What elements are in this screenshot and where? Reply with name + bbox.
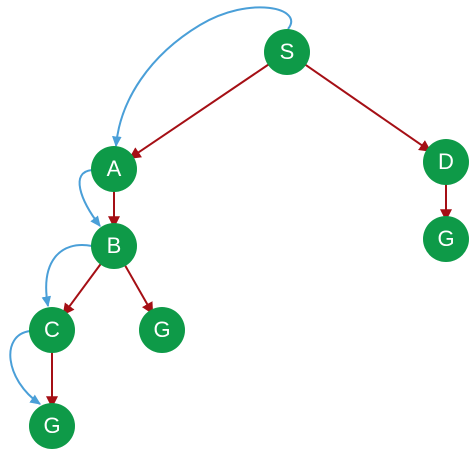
search-arc-a-b bbox=[78, 169, 101, 227]
node-g3: G bbox=[29, 403, 75, 449]
node-label: B bbox=[107, 233, 122, 258]
search-path-arcs bbox=[9, 6, 292, 405]
tree-edges bbox=[46, 62, 452, 409]
tree-edge-b-c bbox=[62, 262, 103, 316]
node-s: S bbox=[264, 29, 310, 75]
node-circle bbox=[91, 146, 137, 192]
node-c: C bbox=[29, 307, 75, 353]
node-label: D bbox=[438, 149, 454, 174]
node-circle bbox=[29, 403, 75, 449]
node-label: S bbox=[280, 39, 295, 64]
node-a: A bbox=[91, 146, 137, 192]
search-arc-b-c bbox=[41, 244, 93, 308]
tree-edge-s-a bbox=[128, 62, 271, 160]
node-d: D bbox=[423, 139, 469, 185]
node-circle bbox=[423, 216, 469, 262]
search-arc-s-a bbox=[112, 6, 292, 148]
node-label: G bbox=[43, 413, 60, 438]
node-label: C bbox=[44, 317, 60, 342]
node-label: G bbox=[153, 317, 170, 342]
node-circle bbox=[423, 139, 469, 185]
node-circle bbox=[264, 29, 310, 75]
tree-edge-s-d bbox=[303, 63, 432, 153]
node-label: A bbox=[107, 156, 122, 181]
node-circle bbox=[91, 223, 137, 269]
tree-edge-b-g2 bbox=[123, 263, 154, 315]
node-g1: G bbox=[423, 216, 469, 262]
node-b: B bbox=[91, 223, 137, 269]
tree-nodes: S A D G B C G G bbox=[29, 29, 469, 449]
node-label: G bbox=[437, 226, 454, 251]
node-g2: G bbox=[139, 307, 185, 353]
node-circle bbox=[139, 307, 185, 353]
search-arc-c-g3 bbox=[9, 330, 41, 405]
node-circle bbox=[29, 307, 75, 353]
